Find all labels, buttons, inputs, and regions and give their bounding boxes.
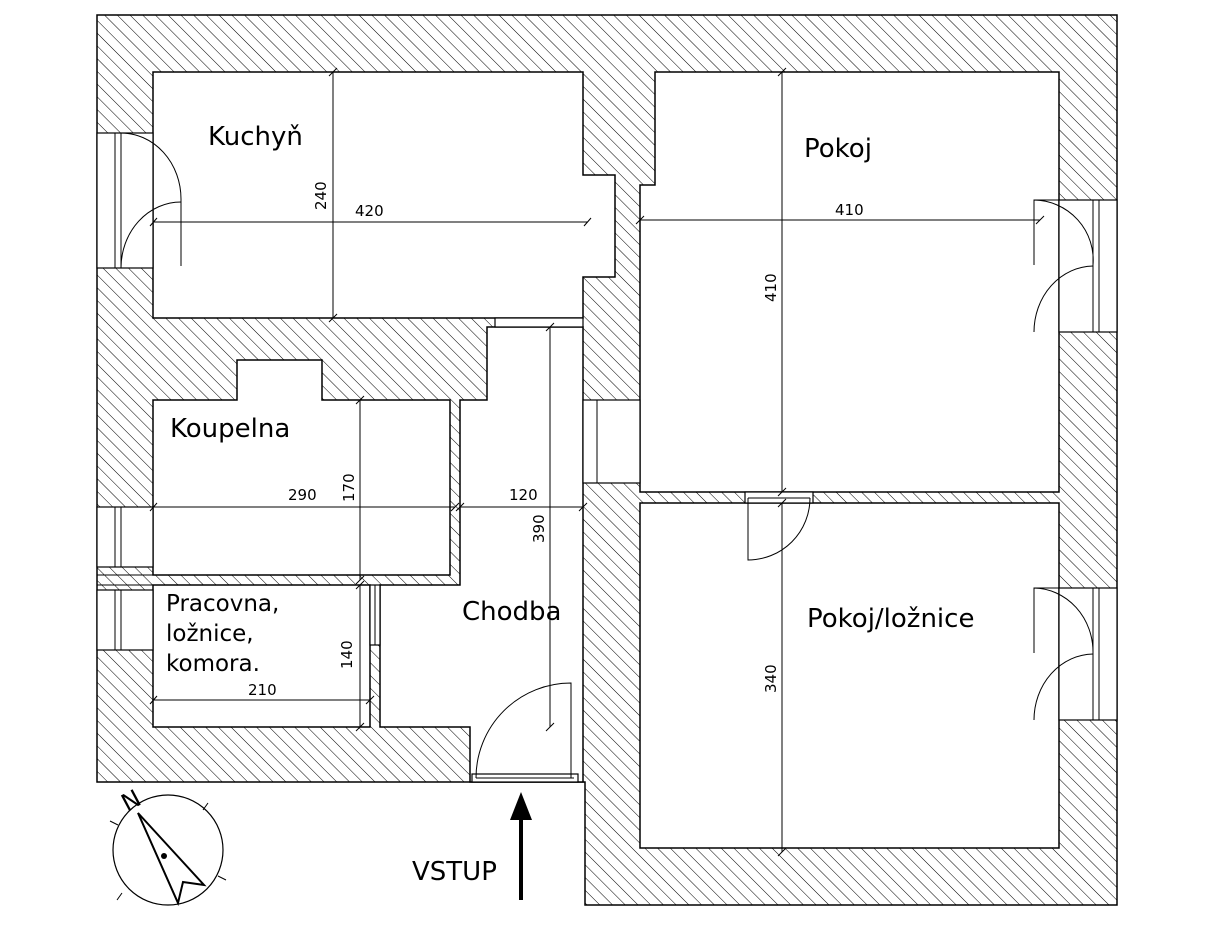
door-kitchen: [494, 317, 584, 328]
dim-hallway-width: 120: [509, 486, 538, 504]
dim-study-depth: 140: [338, 640, 356, 669]
bathroom-room: [152, 359, 451, 576]
kitchen-room: [152, 71, 616, 319]
label-room: Pokoj: [804, 134, 872, 164]
window-room: [1033, 199, 1118, 333]
label-kitchen: Kuchyň: [208, 122, 303, 152]
entry-label: VSTUP: [412, 857, 497, 887]
window-bathroom: [96, 506, 154, 568]
door-bedroom: [744, 491, 814, 561]
label-study-line1: Pracovna,: [166, 591, 279, 617]
dim-bedroom-depth: 340: [762, 664, 780, 693]
room-pokoj: [639, 71, 1060, 493]
dim-kitchen-depth: 240: [312, 181, 330, 210]
entry-arrow-icon: [510, 792, 532, 900]
dim-study-width: 210: [248, 681, 277, 699]
label-study-line2: ložnice,: [166, 621, 254, 647]
window-study: [96, 589, 154, 651]
window-bedroom: [1033, 587, 1118, 721]
dim-hallway-depth: 390: [530, 514, 548, 543]
dim-room-width: 410: [835, 201, 864, 219]
dim-bathroom-depth: 170: [340, 473, 358, 502]
door-entry: [471, 682, 579, 783]
north-label: N: [117, 784, 146, 817]
study-room: [152, 584, 371, 728]
window-kitchen: [96, 132, 182, 269]
hallway-room: [379, 326, 584, 783]
label-hallway: Chodba: [462, 597, 561, 627]
label-study-line3: komora.: [166, 651, 260, 677]
dimension-lines: [149, 67, 1045, 857]
dim-bathroom-width: 290: [288, 486, 317, 504]
label-bedroom: Pokoj/ložnice: [807, 604, 974, 634]
dim-kitchen-width: 420: [355, 202, 384, 220]
label-bathroom: Koupelna: [170, 414, 290, 444]
door-study: [369, 584, 381, 646]
door-hallway-room: [582, 399, 641, 484]
bedroom-room: [639, 502, 1060, 849]
north-compass-icon: [109, 794, 227, 907]
dim-room-depth: 410: [762, 273, 780, 302]
